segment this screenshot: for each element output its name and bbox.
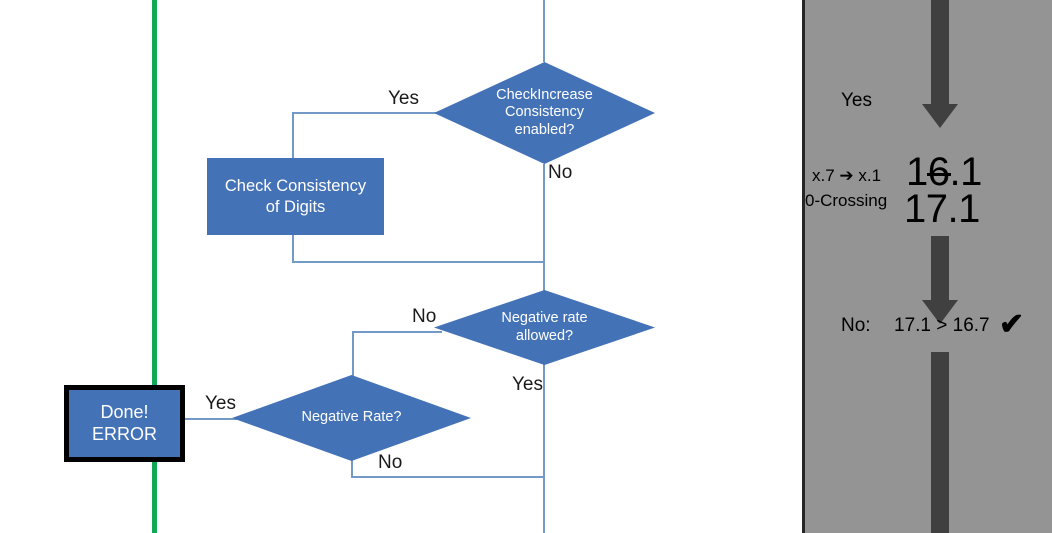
connector-checkincrease-no-down — [543, 164, 545, 291]
connector-checkconsistency-out-down — [292, 234, 294, 262]
edge-label-negrateallowed-yes: Yes — [512, 374, 543, 395]
panel-conclusion-comparison: 17.1 > 16.7 — [894, 315, 990, 336]
connector-trunk-top — [543, 0, 545, 62]
connector-negrate-yes-horizontal — [172, 418, 237, 420]
annotation-panel: Yes x.7 ➔ x.1 0-Crossing 16.1 17.1 No: 1… — [802, 0, 1052, 533]
panel-value-struck-digit: 6 — [926, 150, 951, 194]
edge-label-negrateallowed-no: No — [412, 306, 437, 327]
panel-row-label-zero-crossing: 0-Crossing — [805, 191, 888, 210]
connector-negrate-no-down — [351, 460, 353, 477]
connector-checkconsistency-rejoin — [292, 261, 544, 263]
edge-label-negrate-no: No — [378, 452, 403, 473]
panel-value-suffix: .1 — [949, 150, 983, 194]
connector-trunk-bottom — [543, 476, 545, 533]
terminator-done-error[interactable]: Done! ERROR — [64, 385, 185, 462]
decision-negative-rate-allowed[interactable]: Negative rate allowed? — [434, 290, 655, 365]
decision-check-increase-consistency-label: CheckIncrease Consistency enabled? — [496, 87, 593, 138]
panel-row-label-crossing-arrow: x.7 ➔ x.1 — [812, 166, 882, 185]
edge-label-negrate-yes: Yes — [205, 393, 236, 414]
edge-label-checkincrease-no: No — [548, 162, 573, 183]
panel-value-prefix: 1 — [906, 150, 928, 194]
panel-arrow-head-middle — [922, 300, 958, 324]
panel-arrow-head-top — [922, 104, 958, 128]
connector-negrateallowed-no-horizontal — [352, 331, 442, 333]
green-divider-line — [152, 0, 157, 533]
terminator-done-error-label: Done! ERROR — [91, 401, 157, 444]
panel-arrow-shaft-bottom — [931, 352, 949, 533]
panel-arrow-shaft-top — [931, 0, 949, 104]
decision-negative-rate-label: Negative Rate? — [301, 409, 402, 426]
decision-check-increase-consistency[interactable]: CheckIncrease Consistency enabled? — [434, 62, 655, 164]
decision-negative-rate-allowed-label: Negative rate allowed? — [501, 310, 588, 344]
process-check-consistency-of-digits-label: Check Consistency of Digits — [224, 177, 367, 216]
connector-checkincrease-yes-horizontal — [292, 112, 442, 114]
edge-label-checkincrease-yes: Yes — [388, 88, 419, 109]
process-check-consistency-of-digits[interactable]: Check Consistency of Digits — [207, 158, 384, 235]
panel-row-value-struck: 16.1 — [906, 152, 982, 192]
panel-row-value-second: 17.1 — [904, 187, 980, 231]
panel-label-yes: Yes — [841, 90, 872, 111]
connector-negrate-no-rejoin — [351, 476, 544, 478]
decision-negative-rate[interactable]: Negative Rate? — [232, 375, 471, 461]
panel-conclusion-checkmark: ✔ — [999, 308, 1025, 341]
panel-arrow-shaft-middle — [931, 236, 949, 300]
panel-conclusion-prefix: No: — [841, 315, 871, 336]
connector-checkincrease-yes-down — [292, 112, 294, 158]
connector-negrateallowed-no-down — [352, 331, 354, 376]
connector-negrateallowed-yes-down — [543, 364, 545, 476]
